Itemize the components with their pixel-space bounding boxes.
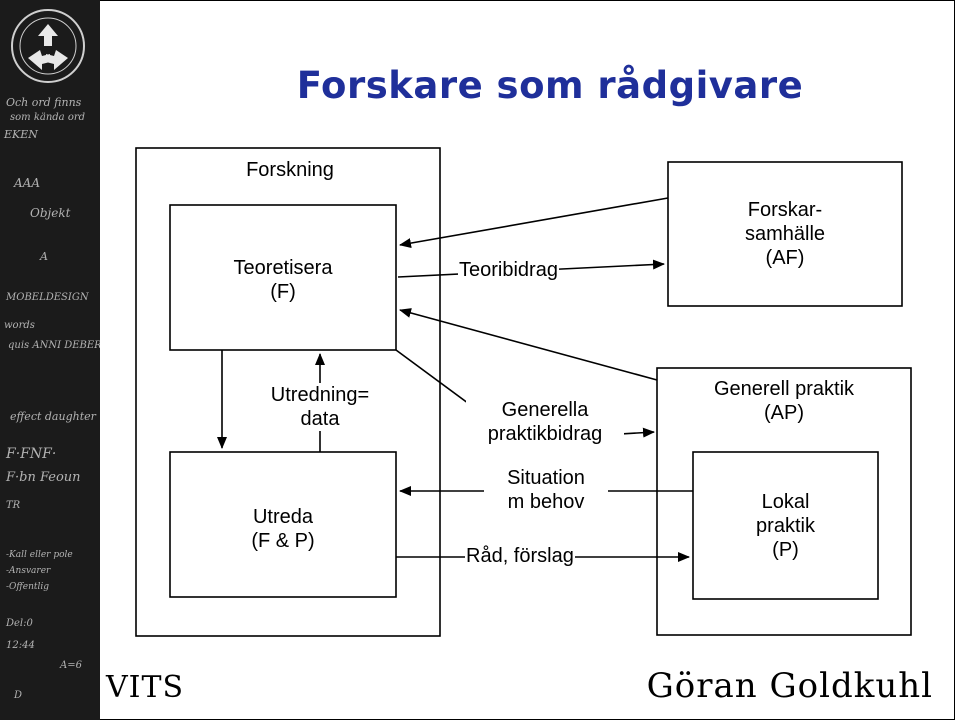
situation-behov-line1: Situation [507,467,585,489]
situation-behov-line2: m behov [507,491,585,513]
forskning-box [135,147,441,637]
teoretisera-label: Teoretisera (F) [170,256,396,304]
university-seal-icon [11,9,85,83]
forskarsamhalle-label: Forskar- samhälle (AF) [668,198,902,270]
lokal-praktik-label-line1: Lokal [761,491,810,513]
forskarsamhalle-label-line3: (AF) [765,247,805,269]
generell-praktik-box [656,367,912,636]
chalkboard-strip: Och ord finns som kända ord EKEN AAA Obj… [0,0,100,720]
lokal-praktik-label-line3: (P) [772,539,799,561]
teoribidrag-label: Teoribidrag [458,258,559,282]
arrow-generell-praktik-to-teoretisera [399,308,658,381]
generella-praktikbidrag-line2: praktikbidrag [487,423,603,445]
utredning-data-line1: Utredning= [270,384,370,406]
utredning-data-line2: data [300,408,340,430]
forskarsamhalle-label-line2: samhälle [744,223,826,245]
teoretisera-label-line1: Teoretisera [233,257,333,279]
lokal-praktik-label: Lokal praktik (P) [693,490,878,562]
teoretisera-label-line2: (F) [270,281,296,303]
footer-left-label: VITS [106,670,185,705]
arrow-forskarsamhalle-to-teoretisera [399,197,669,249]
utredning-data-label: Utredning= data [254,383,386,431]
teoretisera-box [169,204,397,351]
utreda-box [169,451,397,598]
utreda-label-line1: Utreda [252,506,314,528]
generell-praktik-label-line1: Generell praktik [713,378,855,400]
generell-praktik-label: Generell praktik (AP) [657,377,911,425]
lokal-praktik-box [692,451,879,600]
lokal-praktik-label-line2: praktik [756,515,815,537]
generell-praktik-label-line2: (AP) [764,402,804,424]
utreda-label: Utreda (F & P) [170,505,396,553]
rad-forslag-label: Råd, förslag [465,544,575,568]
situation-behov-label: Situation m behov [484,466,608,514]
generella-praktikbidrag-line1: Generella [501,399,589,421]
forskarsamhalle-label-line1: Forskar- [747,199,823,221]
forskarsamhalle-box [667,161,903,307]
footer-author-name: Göran Goldkuhl [646,666,933,706]
generella-praktikbidrag-label: Generella praktikbidrag [466,398,624,446]
forskning-label: Forskning [246,159,334,181]
utreda-label-line2: (F & P) [251,530,315,552]
slide-title: Forskare som rådgivare [296,64,804,107]
